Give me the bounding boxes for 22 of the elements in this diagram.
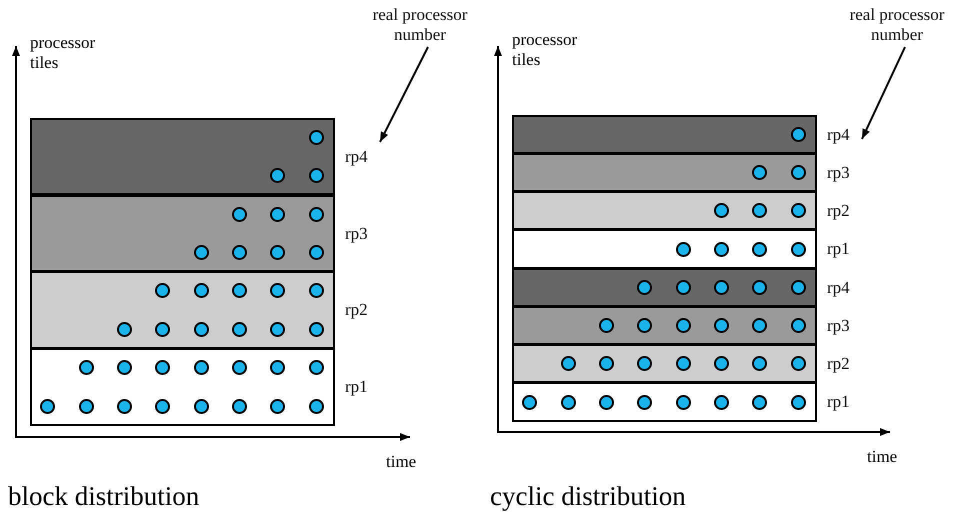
- band-label: rp2: [827, 354, 850, 374]
- band-label: rp1: [827, 392, 850, 412]
- band-label: rp1: [345, 377, 368, 397]
- band-label: rp1: [827, 239, 850, 259]
- band-label: rp3: [827, 162, 850, 182]
- panel-caption: block distribution: [8, 481, 200, 511]
- arrow: [861, 46, 906, 140]
- panel-caption: cyclic distribution: [490, 481, 687, 511]
- band-label: rp4: [827, 278, 850, 298]
- band-label: rp3: [345, 224, 368, 244]
- axis-label: processor tiles: [30, 33, 96, 73]
- annotation-text: real processor number: [372, 5, 468, 45]
- band-label: rp3: [827, 316, 850, 336]
- annotation-text: real processor number: [848, 5, 946, 45]
- band-label: rp4: [827, 124, 850, 144]
- axis-label: time: [386, 452, 418, 472]
- axis-label: time: [867, 447, 898, 467]
- band-label: rp4: [345, 146, 368, 166]
- axis-label: processor tiles: [512, 30, 578, 70]
- band-label: rp2: [827, 200, 850, 220]
- band-label: rp2: [345, 300, 368, 320]
- arrow: [379, 46, 429, 142]
